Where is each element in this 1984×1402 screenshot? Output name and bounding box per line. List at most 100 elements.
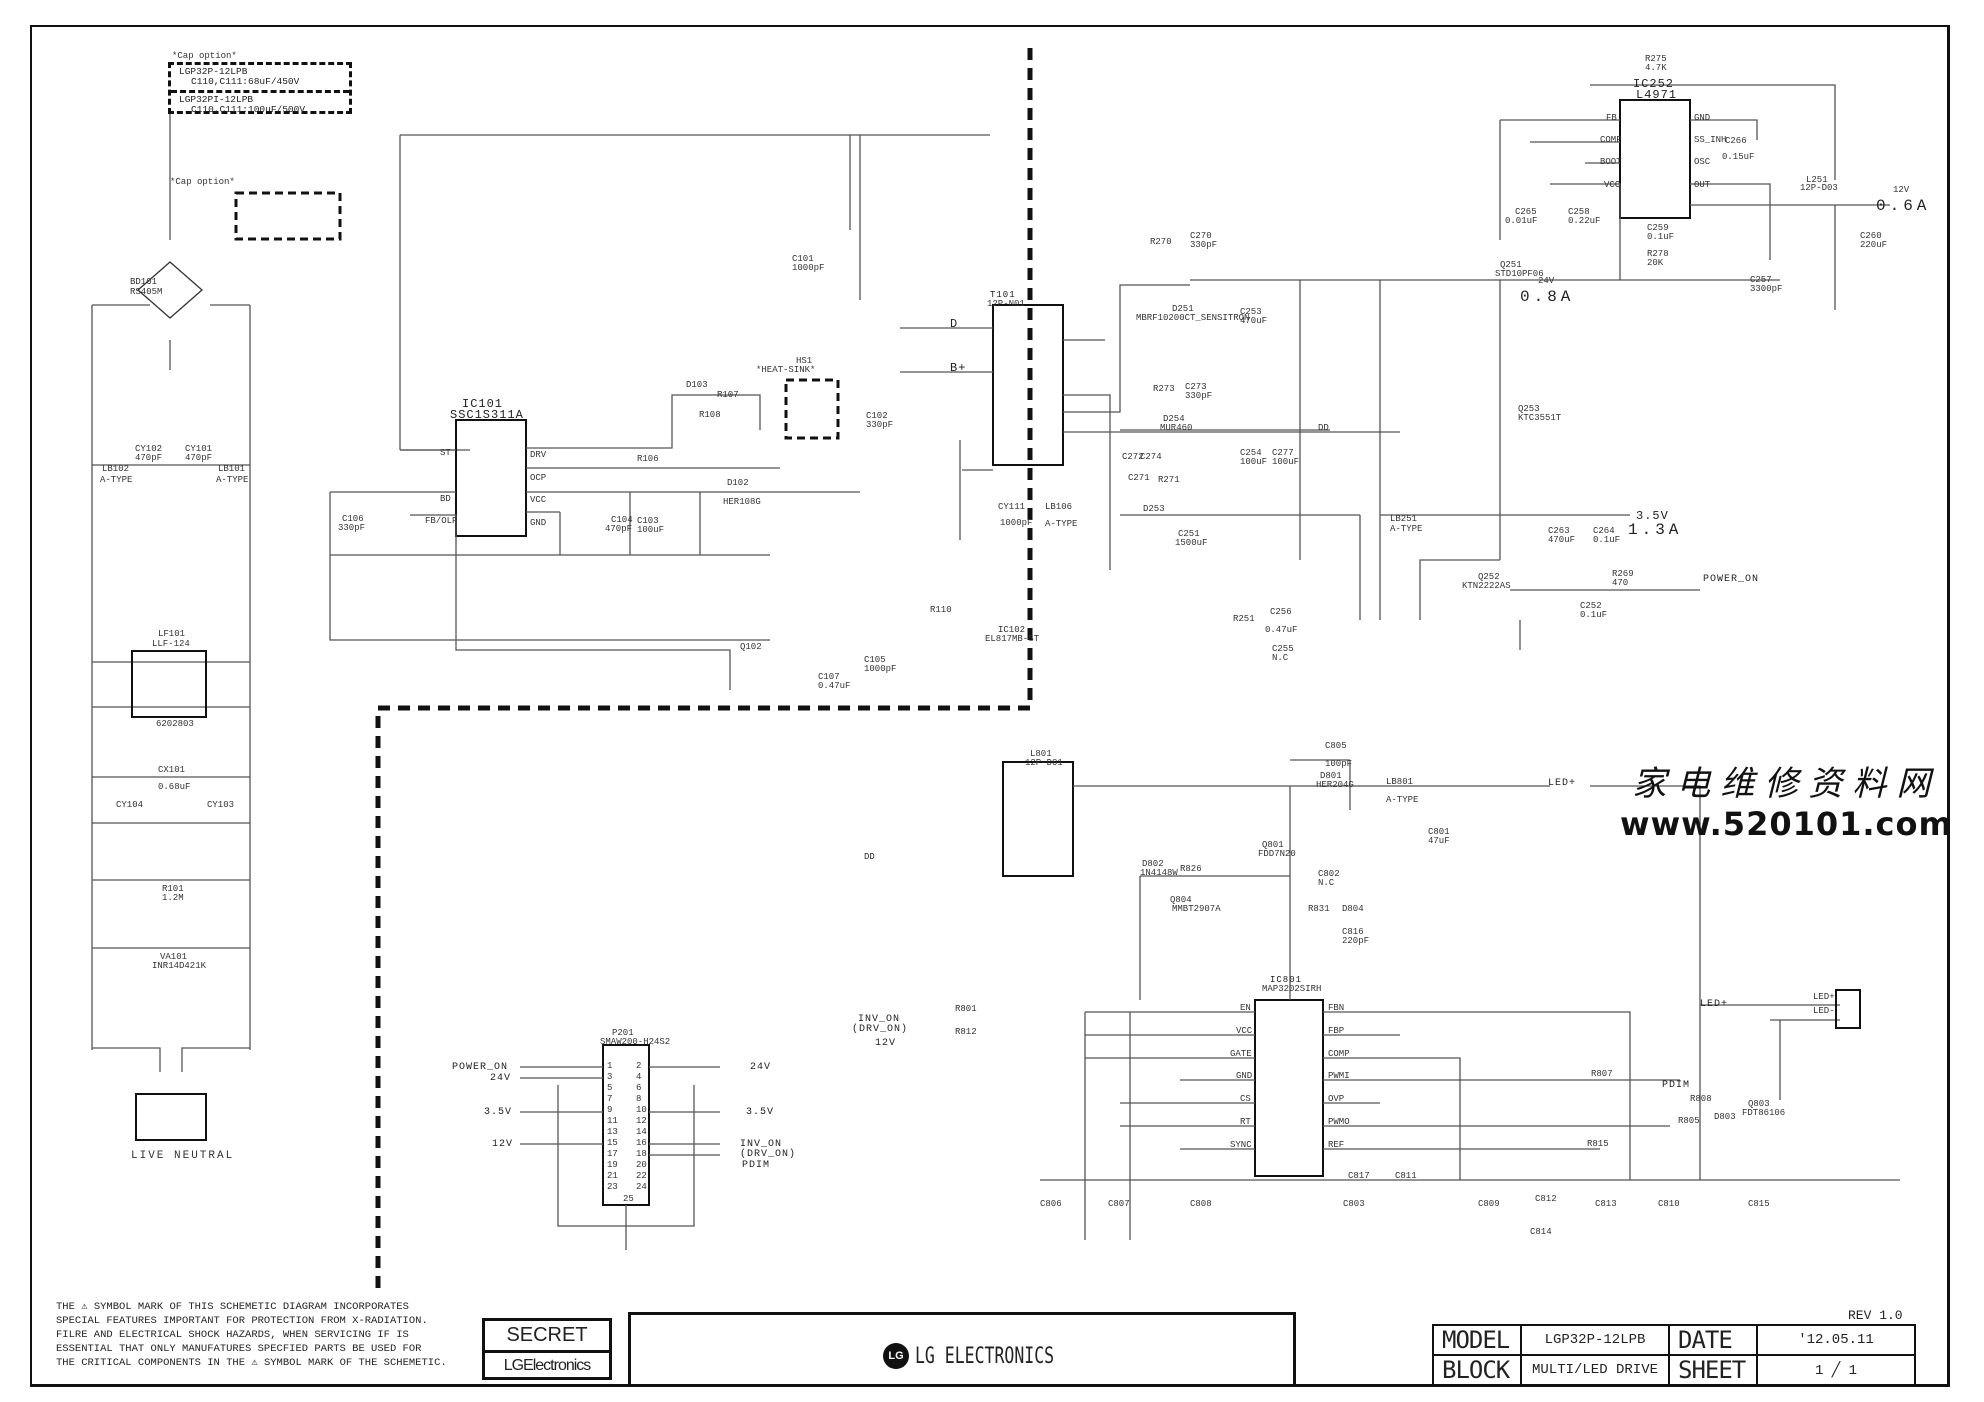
ic801-part: MAP3202SIRH (1262, 984, 1322, 994)
ic101-body (455, 419, 527, 537)
lf101-ref: LF101 (158, 629, 186, 639)
r270-ref: R270 (1150, 237, 1172, 247)
p201-pdim-label: PDIM (742, 1160, 771, 1171)
revision-label: REV 1.0 (1848, 1308, 1903, 1323)
p201-pin: 2 (636, 1061, 642, 1071)
c270-value: 330pF (1190, 240, 1218, 250)
c802-value: N.C (1318, 878, 1335, 888)
r801-ref: R801 (955, 1004, 977, 1014)
q801-part: FDD7N20 (1258, 849, 1296, 859)
c273-value: 330pF (1185, 391, 1213, 401)
cy111-ref: CY111 (998, 502, 1026, 512)
cap-option-title-2: *Cap option* (170, 177, 235, 187)
c105-ref: C105 (864, 655, 886, 665)
r110-ref: R110 (930, 605, 952, 615)
c258-value: 0.22uF (1568, 216, 1601, 226)
cy101-ref: CY101 (185, 444, 213, 454)
q102-ref: Q102 (740, 642, 762, 652)
led-plus-in-label: LED+ (1700, 999, 1729, 1010)
watermark-chinese: 家电维修资料网 (1632, 764, 1941, 804)
r278-value: 20K (1647, 258, 1664, 268)
ic801-pin-en: EN (1240, 1003, 1251, 1013)
c104-ref: C104 (611, 515, 633, 525)
rail-3v5-current: 1.3A (1628, 521, 1683, 539)
c107-ref: C107 (818, 672, 840, 682)
c272-ref: C272 (1122, 452, 1144, 462)
lf101-part: LLF-124 (152, 639, 190, 649)
p201-pin: 19 (607, 1160, 618, 1170)
c274-ref: C274 (1140, 452, 1162, 462)
c256-ref: C256 (1270, 607, 1292, 617)
va101-ref: VA101 (160, 952, 188, 962)
q251-part: STD10PF06 (1495, 269, 1544, 279)
watermark-url: www.520101.com (1620, 805, 1953, 843)
c263-value: 470uF (1548, 535, 1576, 545)
q252-ref: Q252 (1478, 572, 1500, 582)
dd-label: DD (1318, 423, 1329, 433)
sheet-value: 1 ╱ 1 (1756, 1354, 1916, 1386)
ic801-ref: IC801 (1270, 975, 1303, 985)
l251-ref: L251 (1806, 175, 1828, 185)
q803-ref: Q803 (1748, 1099, 1770, 1109)
r275-ref: R275 (1645, 54, 1667, 64)
q804-ref: Q804 (1170, 895, 1192, 905)
d102-part: HER108G (723, 497, 761, 507)
note-line: SPECIAL FEATURES IMPORTANT FOR PROTECTIO… (56, 1315, 428, 1327)
c812-ref: C812 (1535, 1194, 1557, 1204)
p201-3v5-left-label: 3.5V (484, 1107, 513, 1118)
p201-pin: 22 (636, 1171, 647, 1181)
cap-option-model: LGP32PI-12LPB (179, 94, 254, 105)
ic801-body (1254, 999, 1324, 1177)
lb801-ref: LB801 (1386, 777, 1414, 787)
lb251-type: A-TYPE (1390, 524, 1423, 534)
c815-ref: C815 (1748, 1199, 1770, 1209)
r273-ref: R273 (1153, 384, 1175, 394)
r251-ref: R251 (1233, 614, 1255, 624)
r106-ref: R106 (637, 454, 659, 464)
cap-option-box: LGP32P-12LPB C110,C111:68uF/450V LGP32PI… (168, 62, 352, 115)
p201-pin: 17 (607, 1149, 618, 1159)
ic101-pin-vcc: VCC (530, 495, 547, 505)
led-conn-pin-plus: LED+ (1813, 992, 1835, 1002)
c270-ref: C270 (1190, 231, 1212, 241)
p201-pin: 4 (636, 1072, 642, 1082)
c277-ref: C277 (1272, 448, 1294, 458)
p201-pin: 23 (607, 1182, 618, 1192)
led-connector (1835, 989, 1861, 1029)
cx101-ref: CX101 (158, 765, 186, 775)
p201-pin: 6 (636, 1083, 642, 1093)
c277-value: 100uF (1272, 457, 1300, 467)
r275-value: 4.7K (1645, 63, 1667, 73)
ic101-pin-fb: FB/OLP (425, 516, 458, 526)
c273-ref: C273 (1185, 382, 1207, 392)
drv-on-label: (DRV_ON) (852, 1024, 909, 1035)
bd101-ref: BD101 (130, 277, 158, 287)
p201-pin: 20 (636, 1160, 647, 1170)
c271-ref: C271 (1128, 473, 1150, 483)
c256-value: 0.47uF (1265, 625, 1298, 635)
lb102-type: A-TYPE (100, 475, 133, 485)
p201-pin: 5 (607, 1083, 613, 1093)
p201-pin: 10 (636, 1105, 647, 1115)
t101-pin-d: D (950, 317, 959, 331)
q253-part: KTC3551T (1518, 413, 1562, 423)
q251-ref: Q251 (1500, 260, 1522, 270)
c805-value: 100pF (1325, 759, 1353, 769)
c254-ref: C254 (1240, 448, 1262, 458)
c811-ref: C811 (1395, 1171, 1417, 1181)
ic252-pin-ssinh: SS_INH (1694, 135, 1727, 145)
ic252-pin-comp: COMP (1600, 135, 1622, 145)
rail-24v-current: 0.8A (1520, 288, 1575, 306)
c808-ref: C808 (1190, 1199, 1212, 1209)
c105-value: 1000pF (864, 664, 897, 674)
frame-border-top (30, 25, 1950, 27)
d251-part: MBRF10200CT_SENSITRON (1136, 313, 1250, 323)
r808-ref: R808 (1690, 1094, 1712, 1104)
ic801-pin-pwmo: PWMO (1328, 1117, 1350, 1127)
cap-option-title: *Cap option* (172, 51, 237, 61)
c810-ref: C810 (1658, 1199, 1680, 1209)
d251-ref: D251 (1172, 304, 1194, 314)
c264-ref: C264 (1593, 526, 1615, 536)
l801-part: 12P-D01 (1025, 758, 1063, 768)
p201-pin: 15 (607, 1138, 618, 1148)
